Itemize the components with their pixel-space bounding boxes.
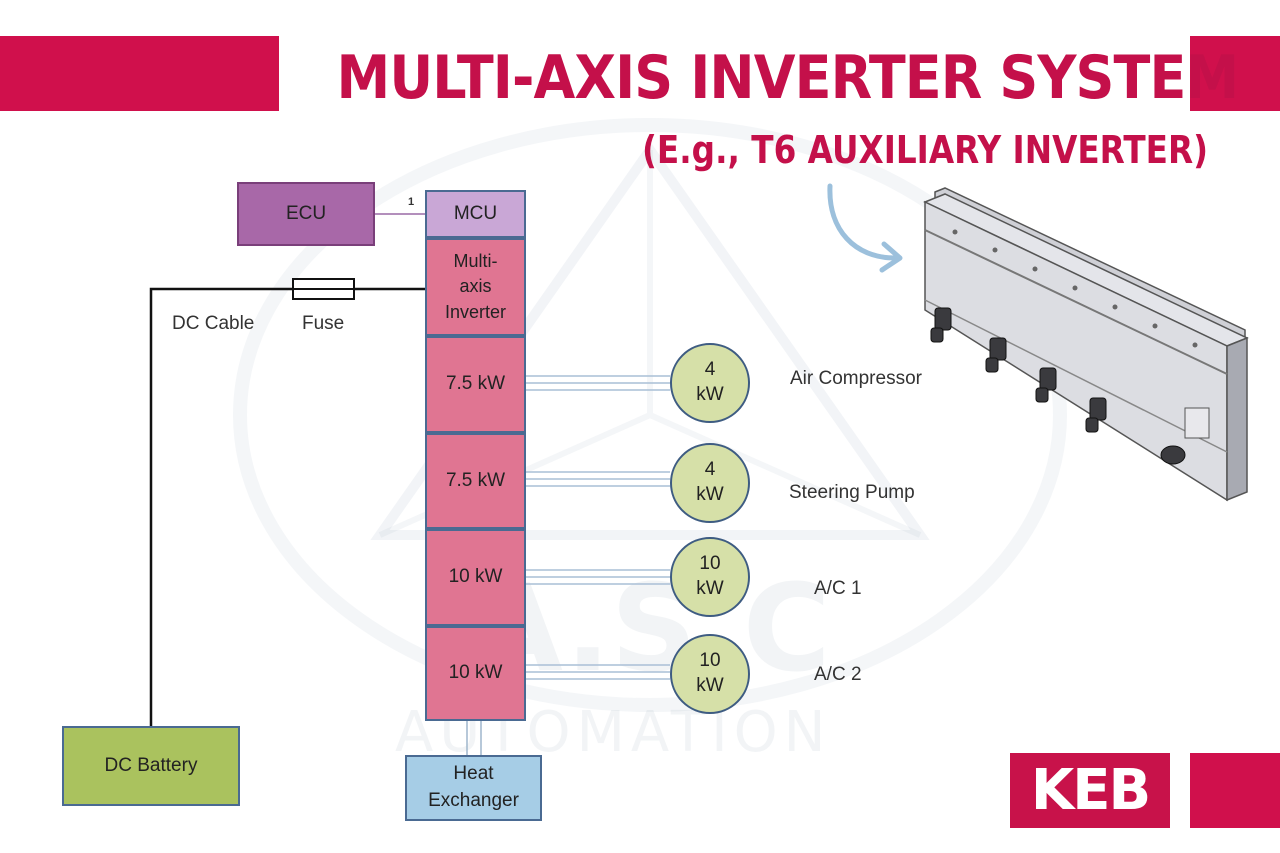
- footer-band-right: [1190, 753, 1280, 828]
- motor-2-unit: kW: [696, 484, 724, 505]
- motor-4-value: 10: [699, 650, 721, 672]
- axis-1-rating: 7.5 kW: [425, 336, 526, 433]
- page-subtitle: (E.g., T6 AUXILIARY INVERTER): [642, 128, 1209, 172]
- motor-3-value: 10: [699, 553, 721, 575]
- watermark-letters: A.S.C: [470, 560, 831, 699]
- mcu-box: MCU: [425, 190, 526, 238]
- dc-battery-box: DC Battery: [62, 726, 240, 806]
- inverter-product-illustration: [923, 187, 1249, 502]
- curved-arrow-icon: [827, 183, 903, 273]
- axis-4-rating: 10 kW: [425, 626, 526, 721]
- motor-4: 10 kW: [670, 634, 750, 714]
- ecu-box: ECU: [237, 182, 375, 246]
- motor-1: 4 kW: [670, 343, 750, 423]
- fuse-wire: [292, 288, 355, 290]
- heat-exchanger-box: Heat Exchanger: [405, 755, 542, 821]
- load-label-3: A/C 1: [814, 578, 862, 599]
- motor-2-value: 4: [704, 459, 716, 481]
- multi-axis-inverter: Multi- axis Inverter: [425, 238, 526, 336]
- page-title: MULTI-AXIS INVERTER SYSTEM: [336, 43, 1240, 113]
- axis-2-rating: 7.5 kW: [425, 433, 526, 529]
- header-band-right: [1190, 36, 1280, 111]
- keb-logo: KEB: [1010, 753, 1170, 828]
- motor-3-unit: kW: [696, 578, 724, 599]
- load-label-4: A/C 2: [814, 664, 862, 685]
- motor-1-unit: kW: [696, 384, 724, 405]
- dc-cable-label: DC Cable: [172, 313, 255, 334]
- header-band-left: [0, 36, 279, 111]
- motor-3: 10 kW: [670, 537, 750, 617]
- motor-2: 4 kW: [670, 443, 750, 523]
- fuse-label: Fuse: [302, 313, 345, 334]
- motor-1-value: 4: [704, 359, 716, 381]
- load-label-1: Air Compressor: [790, 368, 922, 389]
- load-label-2: Steering Pump: [789, 482, 915, 503]
- motor-4-unit: kW: [696, 675, 724, 696]
- ecu-link-label: 1: [408, 196, 415, 208]
- keb-logo-text: KEB: [1030, 757, 1151, 823]
- axis-3-rating: 10 kW: [425, 529, 526, 626]
